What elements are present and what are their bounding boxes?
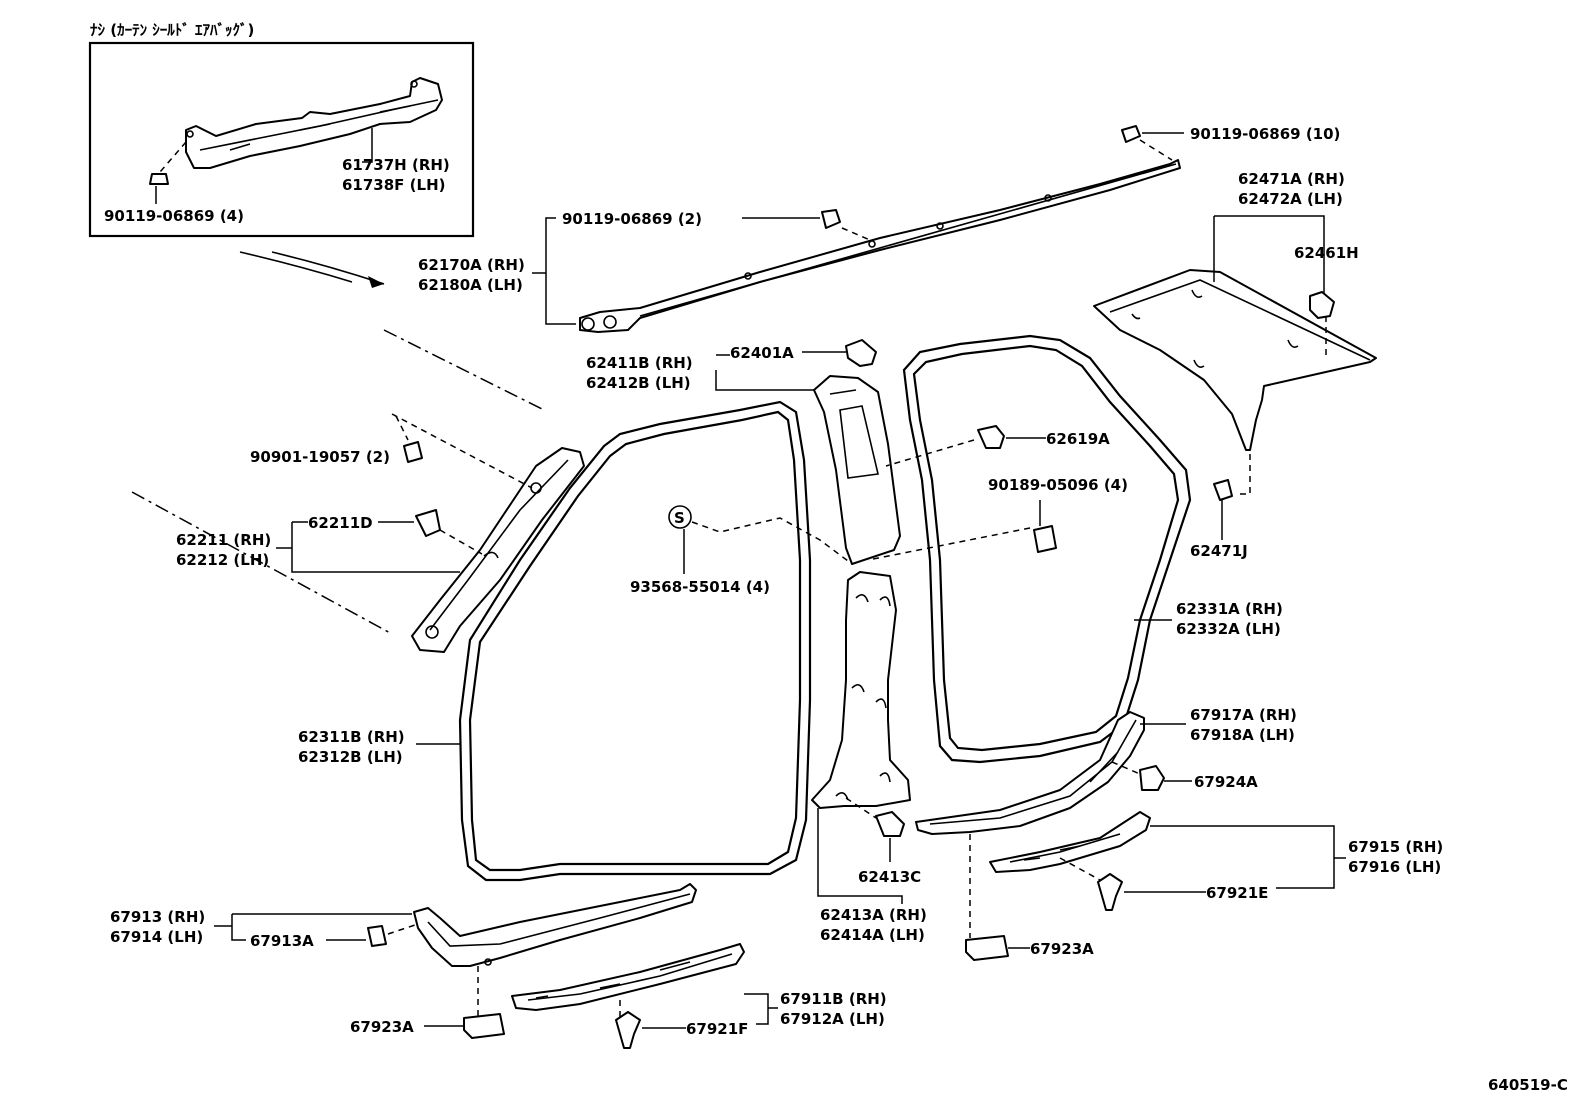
front-sill-plate bbox=[511, 943, 745, 1011]
clip-icon bbox=[875, 811, 905, 837]
front-door-weatherstrip bbox=[458, 400, 812, 882]
label-62212: 62212 (LH) bbox=[176, 551, 269, 569]
label-62170A: 62170A (RH) bbox=[418, 256, 525, 274]
label-67915: 67915 (RH) bbox=[1348, 838, 1443, 856]
label-67921F: 67921F bbox=[686, 1020, 748, 1038]
label-62401A: 62401A bbox=[730, 344, 794, 362]
label-90119-4: 90119-06869 (4) bbox=[104, 207, 244, 225]
clip-icon bbox=[977, 425, 1005, 449]
label-67911B: 67911B (RH) bbox=[780, 990, 887, 1008]
label-67916: 67916 (LH) bbox=[1348, 858, 1441, 876]
label-62471A: 62471A (RH) bbox=[1238, 170, 1345, 188]
label-62211: 62211 (RH) bbox=[176, 531, 271, 549]
label-62414A: 62414A (LH) bbox=[820, 926, 925, 944]
quarter-pillar-garnish bbox=[1093, 269, 1377, 495]
diagram-code: 640519-C bbox=[1488, 1076, 1568, 1094]
label-62472A: 62472A (LH) bbox=[1238, 190, 1343, 208]
label-67913: 67913 (RH) bbox=[110, 908, 205, 926]
label-62471J: 62471J bbox=[1190, 542, 1248, 560]
label-67923A-right: 67923A bbox=[1030, 940, 1094, 958]
label-62412B: 62412B (LH) bbox=[586, 374, 691, 392]
label-62211D: 62211D bbox=[308, 514, 373, 532]
bolt-icon bbox=[149, 173, 169, 185]
label-61738F: 61738F (LH) bbox=[342, 176, 445, 194]
label-62619A: 62619A bbox=[1046, 430, 1110, 448]
clip-icon bbox=[1213, 479, 1233, 501]
rear-scuff-plate bbox=[915, 711, 1145, 835]
label-62413A: 62413A (RH) bbox=[820, 906, 927, 924]
label-62411B: 62411B (RH) bbox=[586, 354, 693, 372]
clip-icon bbox=[1309, 291, 1335, 319]
clip-icon bbox=[367, 925, 387, 947]
label-67917A: 67917A (RH) bbox=[1190, 706, 1297, 724]
label-67918A: 67918A (LH) bbox=[1190, 726, 1295, 744]
center-pillar-upper bbox=[813, 375, 901, 565]
label-90189: 90189-05096 (4) bbox=[988, 476, 1128, 494]
label-67923A-left: 67923A bbox=[350, 1018, 414, 1036]
clip-icon bbox=[845, 339, 877, 367]
label-67921E: 67921E bbox=[1206, 884, 1268, 902]
front-pillar-garnish bbox=[411, 447, 585, 653]
label-62332A: 62332A (LH) bbox=[1176, 620, 1281, 638]
curtain-shield-bracket bbox=[185, 77, 443, 169]
label-90119-2: 90119-06869 (2) bbox=[562, 210, 702, 228]
clip-icon bbox=[1139, 765, 1165, 791]
inset-box: ﾅｼ (ｶｰﾃﾝ ｼｰﾙﾄﾞ ｴｱﾊﾞｯｸﾞ) 61737H (RH) 6173… bbox=[88, 21, 475, 238]
clip-icon bbox=[1033, 525, 1057, 553]
label-67912A: 67912A (LH) bbox=[780, 1010, 885, 1028]
clip-icon bbox=[1097, 873, 1123, 911]
inset-title: ﾅｼ (ｶｰﾃﾝ ｼｰﾙﾄﾞ ｴｱﾊﾞｯｸﾞ) bbox=[90, 21, 254, 39]
label-90901: 90901-19057 (2) bbox=[250, 448, 390, 466]
rear-door-weatherstrip bbox=[902, 334, 1192, 764]
center-pillar-lower bbox=[811, 571, 911, 809]
label-62413C: 62413C bbox=[858, 868, 921, 886]
label-s: S bbox=[674, 509, 685, 527]
label-62311B: 62311B (RH) bbox=[298, 728, 405, 746]
roof-side-rail bbox=[579, 139, 1181, 333]
label-62312B: 62312B (LH) bbox=[298, 748, 403, 766]
front-scuff-plate bbox=[413, 883, 697, 967]
bolt-icon bbox=[1121, 125, 1141, 143]
clip-icon bbox=[965, 935, 1009, 961]
label-62461H: 62461H bbox=[1294, 244, 1359, 262]
clip-icon bbox=[463, 1013, 505, 1039]
bolt-icon bbox=[403, 441, 423, 463]
label-67914: 67914 (LH) bbox=[110, 928, 203, 946]
label-67924A: 67924A bbox=[1194, 773, 1258, 791]
label-90119-10: 90119-06869 (10) bbox=[1190, 125, 1340, 143]
label-61737H: 61737H (RH) bbox=[342, 156, 450, 174]
label-62331A: 62331A (RH) bbox=[1176, 600, 1283, 618]
clip-icon bbox=[415, 509, 441, 537]
screw-symbol-s bbox=[668, 505, 692, 529]
label-62180A: 62180A (LH) bbox=[418, 276, 523, 294]
bolt-icon bbox=[821, 209, 841, 229]
rear-sill-plate bbox=[989, 811, 1151, 873]
label-67913A: 67913A bbox=[250, 932, 314, 950]
clip-icon bbox=[615, 1011, 641, 1049]
label-93568: 93568-55014 (4) bbox=[630, 578, 770, 596]
